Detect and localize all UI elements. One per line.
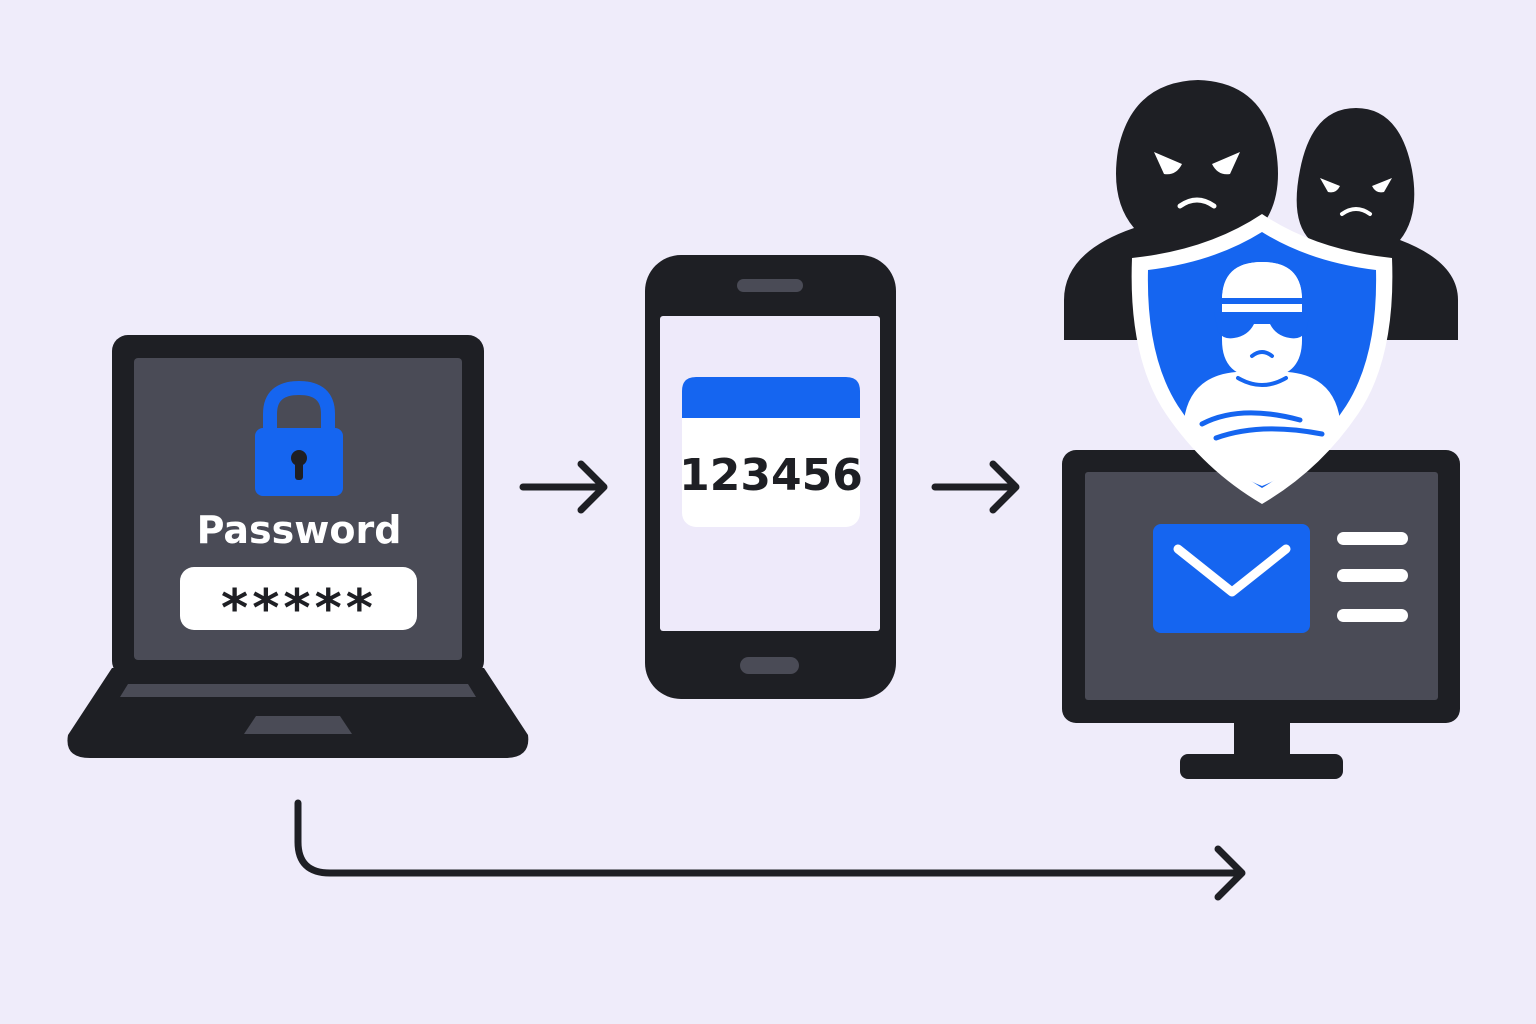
laptop: Password *****	[67, 335, 529, 758]
otp-card: 123456	[679, 377, 863, 527]
desktop-monitor	[1062, 450, 1460, 779]
laptop-base	[67, 668, 529, 758]
password-field[interactable]	[180, 567, 417, 630]
password-mask-text: *****	[221, 579, 377, 639]
laptop-keyboard-strip	[120, 684, 476, 697]
right-arrow-icon	[931, 460, 1020, 514]
otp-code: 123456	[679, 450, 863, 501]
padlock-icon	[255, 380, 343, 496]
envelope-icon[interactable]	[1153, 524, 1310, 633]
security-shield-icon	[1131, 214, 1393, 504]
guard-figure-icon	[1184, 262, 1340, 486]
monitor-stand-base	[1180, 754, 1343, 779]
phone: 123456	[645, 255, 896, 699]
phone-home-button[interactable]	[740, 657, 799, 674]
right-arrow-icon	[519, 460, 608, 514]
bypass-arrow-icon	[294, 799, 1246, 901]
password-label: Password	[197, 508, 402, 552]
phone-speaker	[737, 279, 803, 292]
menu-lines-icon	[1337, 532, 1408, 622]
monitor-stand-neck	[1234, 718, 1290, 760]
laptop-trackpad	[244, 716, 352, 734]
